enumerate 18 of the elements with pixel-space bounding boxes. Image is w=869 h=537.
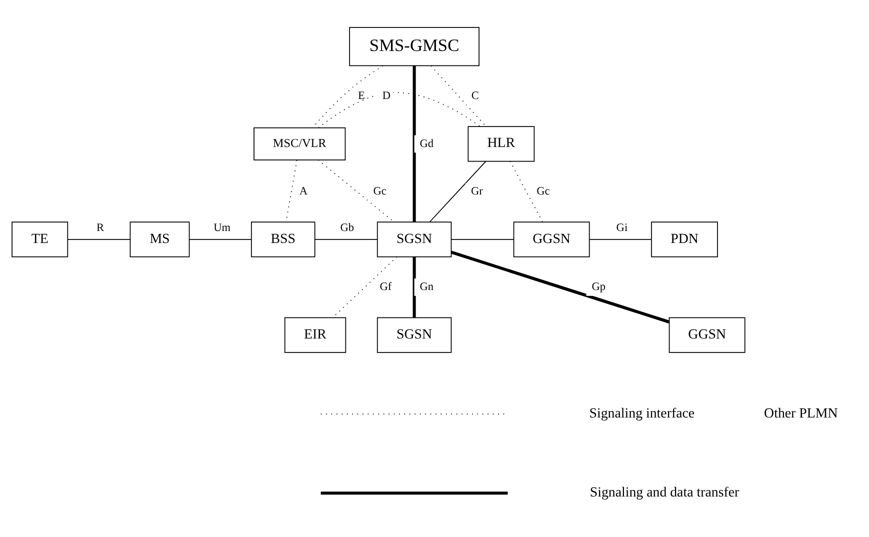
edge-label: C [471, 90, 479, 102]
label: Other PLMN [764, 406, 838, 421]
edge-label: Gd [420, 137, 434, 150]
edge-label: Gc [373, 185, 386, 198]
edge-label: A [299, 185, 308, 198]
edge-label: D [382, 90, 391, 102]
edge-label: Um [214, 222, 231, 234]
legend-label: Signaling and data transfer [590, 484, 740, 500]
edge-label: R [96, 222, 104, 234]
edge-label: Gr [470, 185, 483, 198]
edge-label: Gn [420, 280, 434, 293]
edge-label: Gc [536, 185, 550, 198]
edge-label: Gi [616, 222, 628, 234]
edge-label: Gp [592, 280, 606, 293]
legend-label: Signaling interface [589, 406, 695, 421]
edge-label: Gb [340, 222, 354, 234]
edge-label: Gf [380, 280, 392, 293]
edge-label: E [358, 90, 365, 102]
